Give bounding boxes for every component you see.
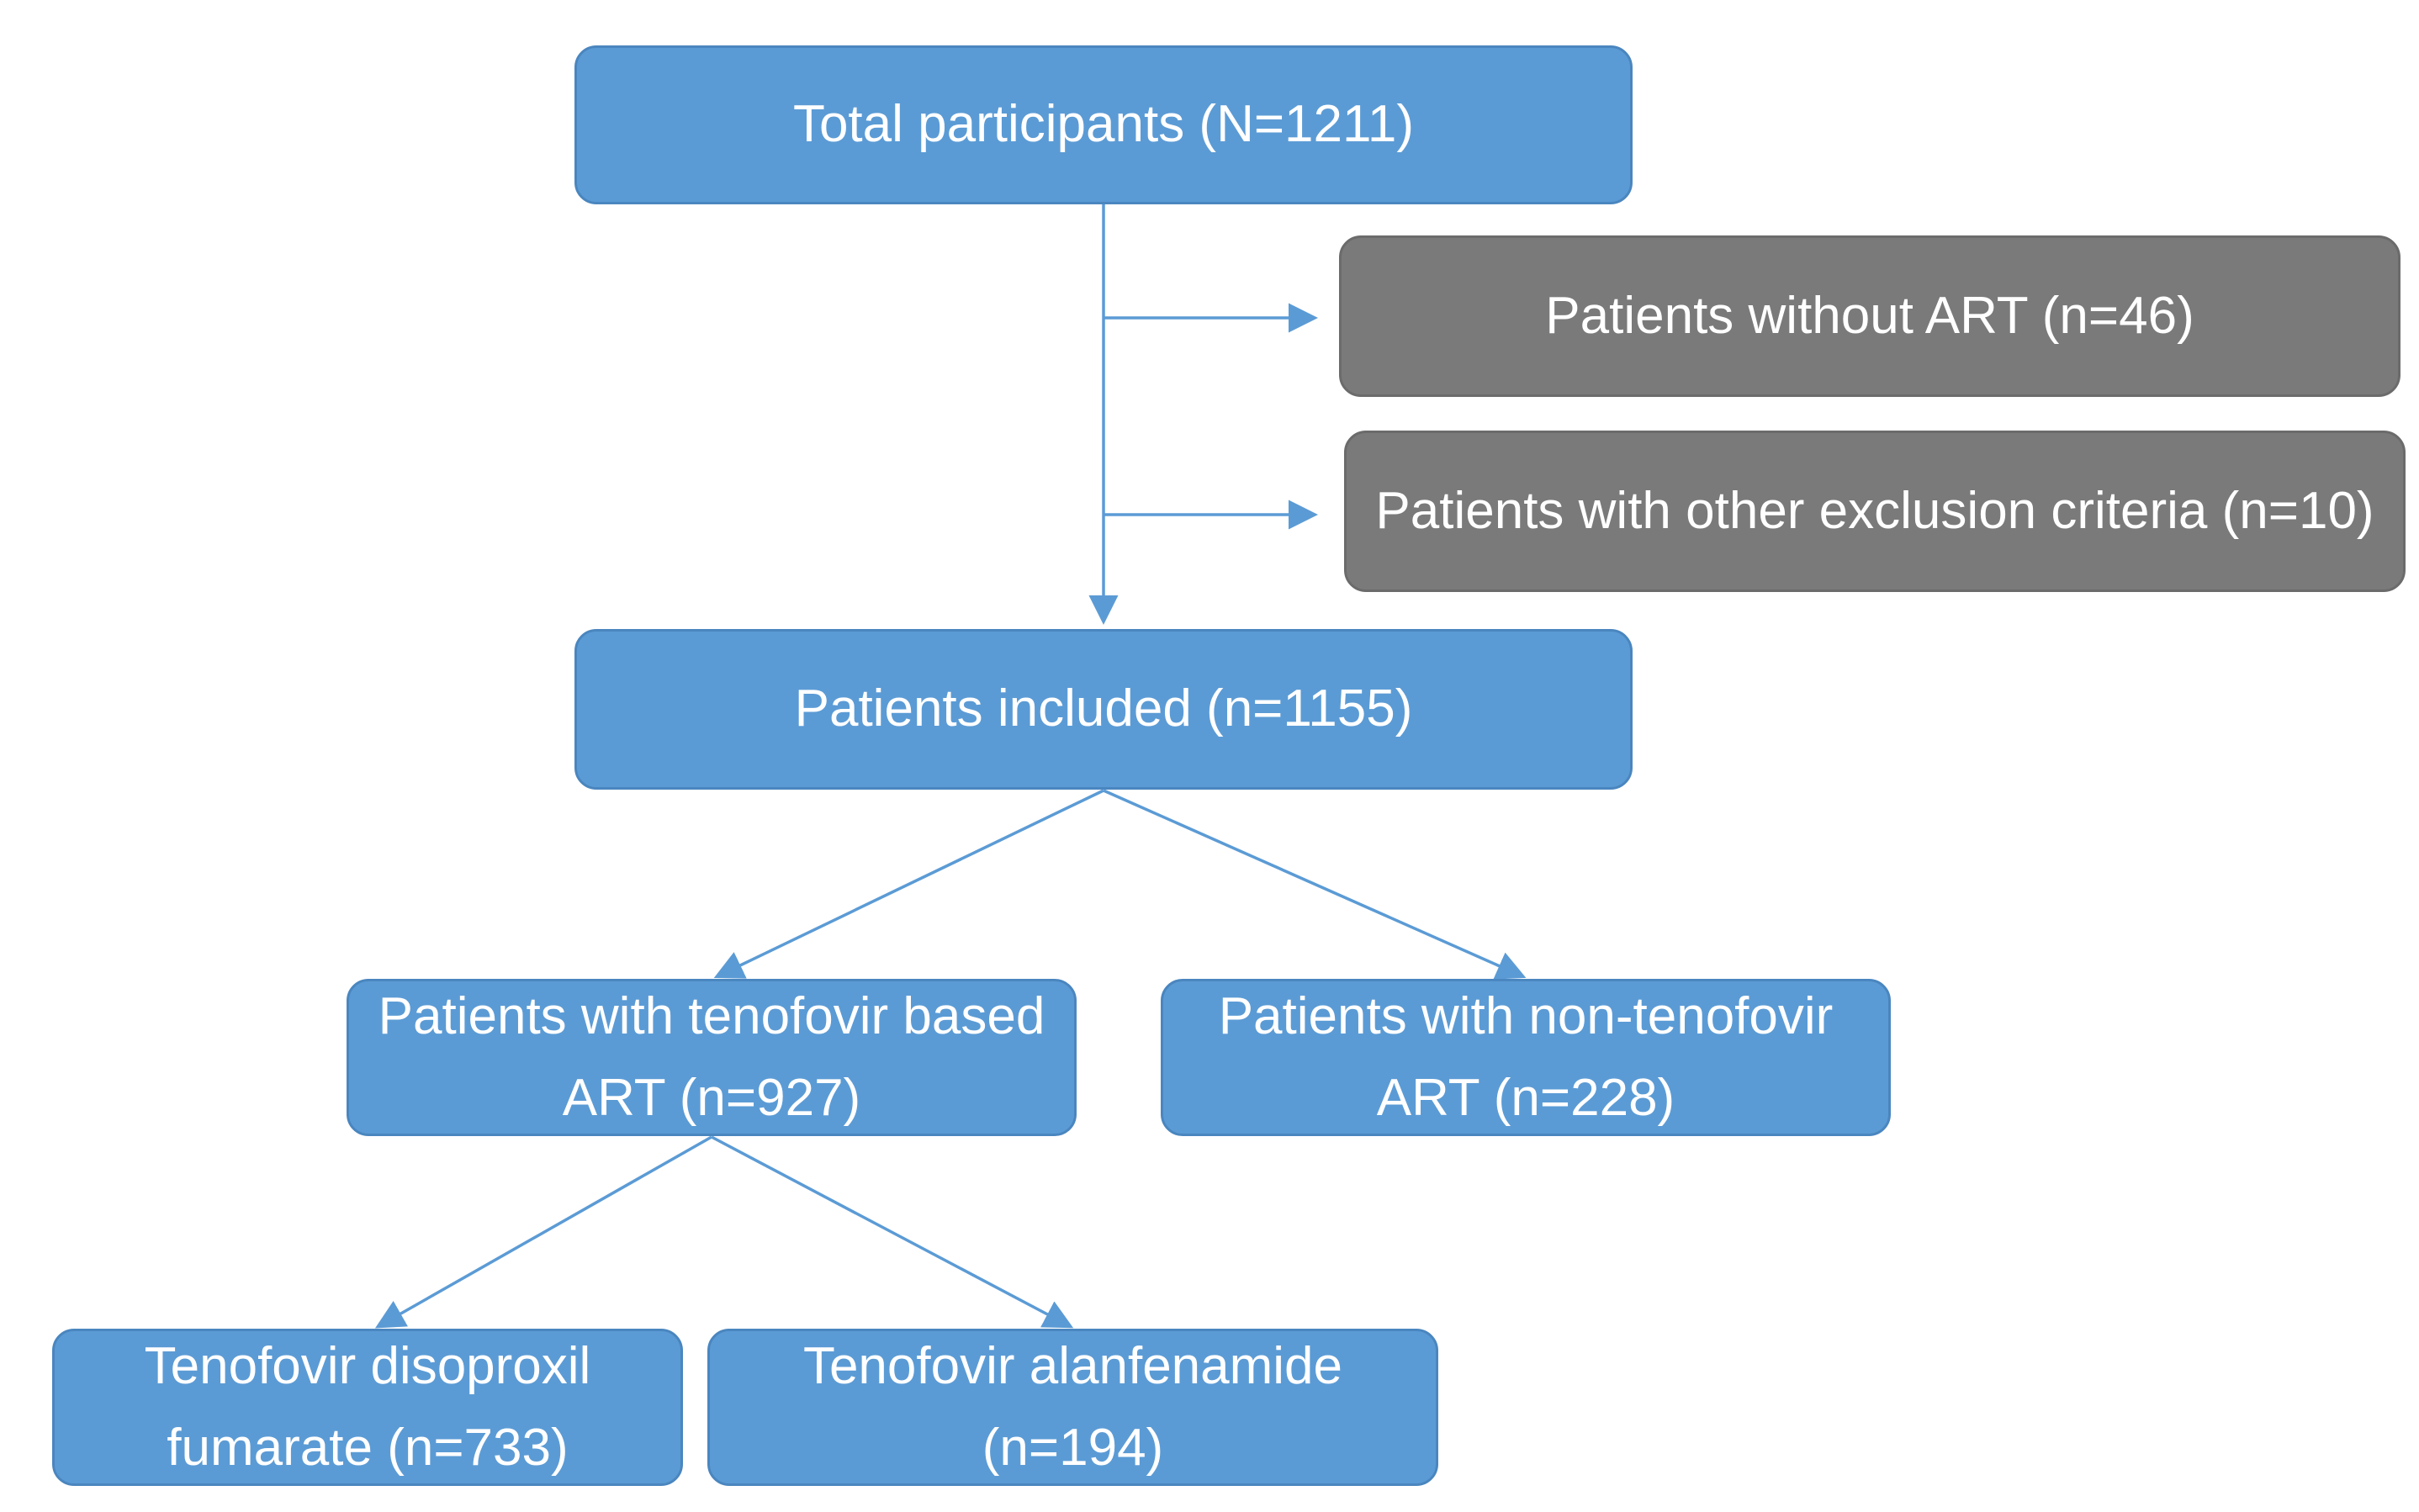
connector-included-to-non-tenofovir — [1103, 789, 1527, 980]
node-patients-without-art-label: Patients without ART (n=46) — [1545, 286, 2194, 345]
node-non-tenofovir-art: Patients with non-tenofovir ART (n=228) — [1161, 979, 1891, 1136]
connector-included-to-tenofovir-based — [713, 789, 1104, 979]
node-tenofovir-disoproxil-fumarate: Tenofovir disoproxil fumarate (n=733) — [52, 1329, 683, 1486]
node-other-exclusion-criteria: Patients with other exclusion criteria (… — [1344, 431, 2406, 592]
node-patients-included: Patients included (n=1155) — [574, 629, 1633, 790]
node-tenofovir-alafenamide-label: Tenofovir alanfenamide (n=194) — [802, 1337, 1343, 1477]
node-total-participants-label: Total participants (N=1211) — [792, 95, 1415, 154]
node-tenofovir-based-art: Patients with tenofovir based ART (n=927… — [347, 979, 1077, 1136]
connector-tenofovir-to-taf — [711, 1135, 1074, 1329]
node-patients-included-label: Patients included (n=1155) — [794, 679, 1413, 738]
node-tenofovir-based-art-label: Patients with tenofovir based ART (n=927… — [378, 987, 1045, 1127]
node-other-exclusion-criteria-label: Patients with other exclusion criteria (… — [1375, 481, 2374, 540]
node-total-participants: Total participants (N=1211) — [574, 45, 1633, 204]
node-patients-without-art: Patients without ART (n=46) — [1339, 235, 2400, 397]
node-tenofovir-disoproxil-fumarate-label: Tenofovir disoproxil fumarate (n=733) — [144, 1337, 591, 1477]
connector-tenofovir-to-tdf — [374, 1135, 712, 1329]
node-non-tenofovir-art-label: Patients with non-tenofovir ART (n=228) — [1218, 987, 1834, 1127]
node-tenofovir-alafenamide: Tenofovir alanfenamide (n=194) — [707, 1329, 1438, 1486]
